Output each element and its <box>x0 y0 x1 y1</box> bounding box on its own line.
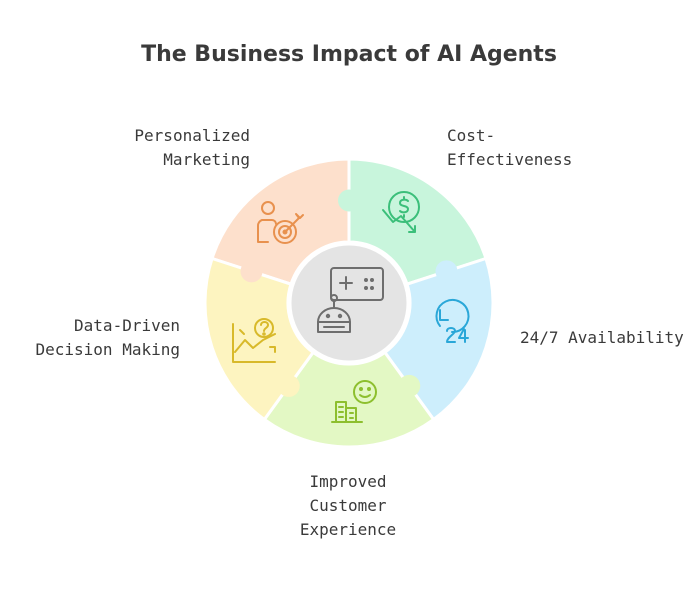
puzzle-knob <box>398 374 421 397</box>
smiley-building-icon <box>331 380 377 423</box>
page-title: The Business Impact of AI Agents <box>141 42 557 67</box>
puzzle-knob <box>338 189 360 212</box>
segment-cost-effectiveness <box>347 157 488 287</box>
center-hub <box>288 242 410 364</box>
segment-improved-customer-experience <box>262 350 436 449</box>
label-24-7-availability: 24/7 Availability <box>520 328 684 347</box>
chart-question-icon <box>232 318 276 363</box>
target-person-icon <box>257 201 304 244</box>
label-improved-customer-experience: Improved Customer Experience <box>299 472 397 539</box>
label-cost-effectiveness: Cost- Effectiveness <box>447 126 573 169</box>
label-personalized-marketing: Personalized Marketing <box>134 126 250 169</box>
ai-agent-robot-icon <box>317 267 384 333</box>
clock-24-icon <box>435 299 470 343</box>
puzzle-knob <box>240 260 263 283</box>
dollar-down-arrow-icon <box>382 191 420 233</box>
puzzle-knob <box>277 374 300 397</box>
puzzle-knob <box>435 260 458 283</box>
label-data-driven-decision-making: Data-Driven Decision Making <box>35 316 181 359</box>
